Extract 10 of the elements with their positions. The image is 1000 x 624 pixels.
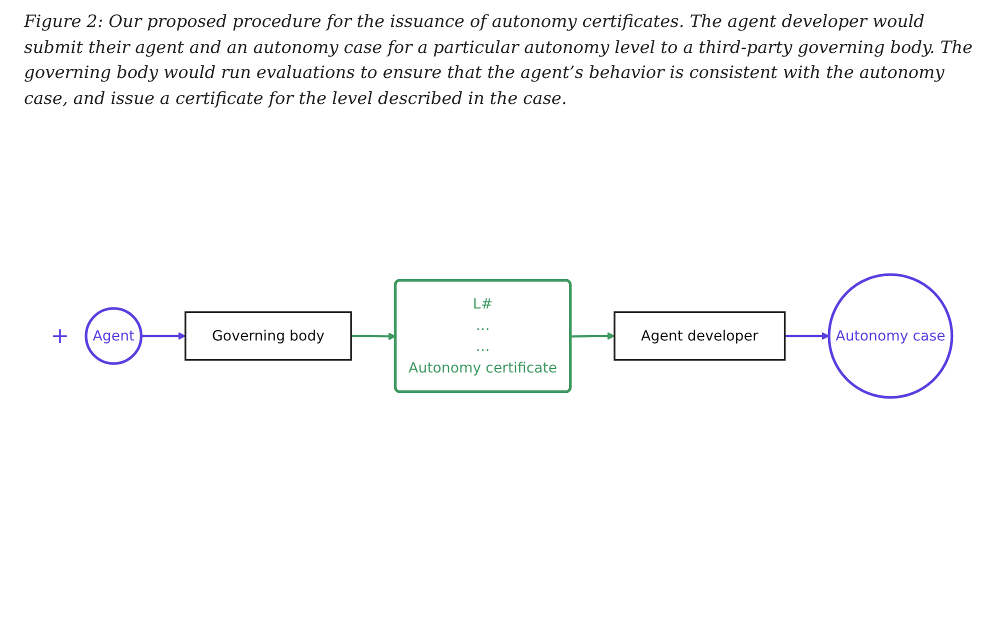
arrow bbox=[570, 332, 616, 340]
node-box: Governing body bbox=[184, 311, 352, 361]
node-circle: Autonomy case bbox=[828, 273, 954, 399]
arrow bbox=[785, 332, 830, 340]
node-box: Agent developer bbox=[614, 311, 786, 361]
arrow bbox=[351, 332, 396, 340]
node-circle: Agent bbox=[84, 307, 143, 365]
arrow bbox=[141, 332, 186, 340]
plus-sign: + bbox=[50, 324, 70, 348]
figure-caption: Figure 2: Our proposed procedure for the issuance of autonomy certificates. The agent developer would submit their agent and an autonomy case for a particular autonomy level to a third-party governing body. The governing body would run evaluations to ensure that the agent’s behavior is consistent with the autonomy case, and issue a certificate for the level described in the case. bbox=[24, 11, 974, 110]
